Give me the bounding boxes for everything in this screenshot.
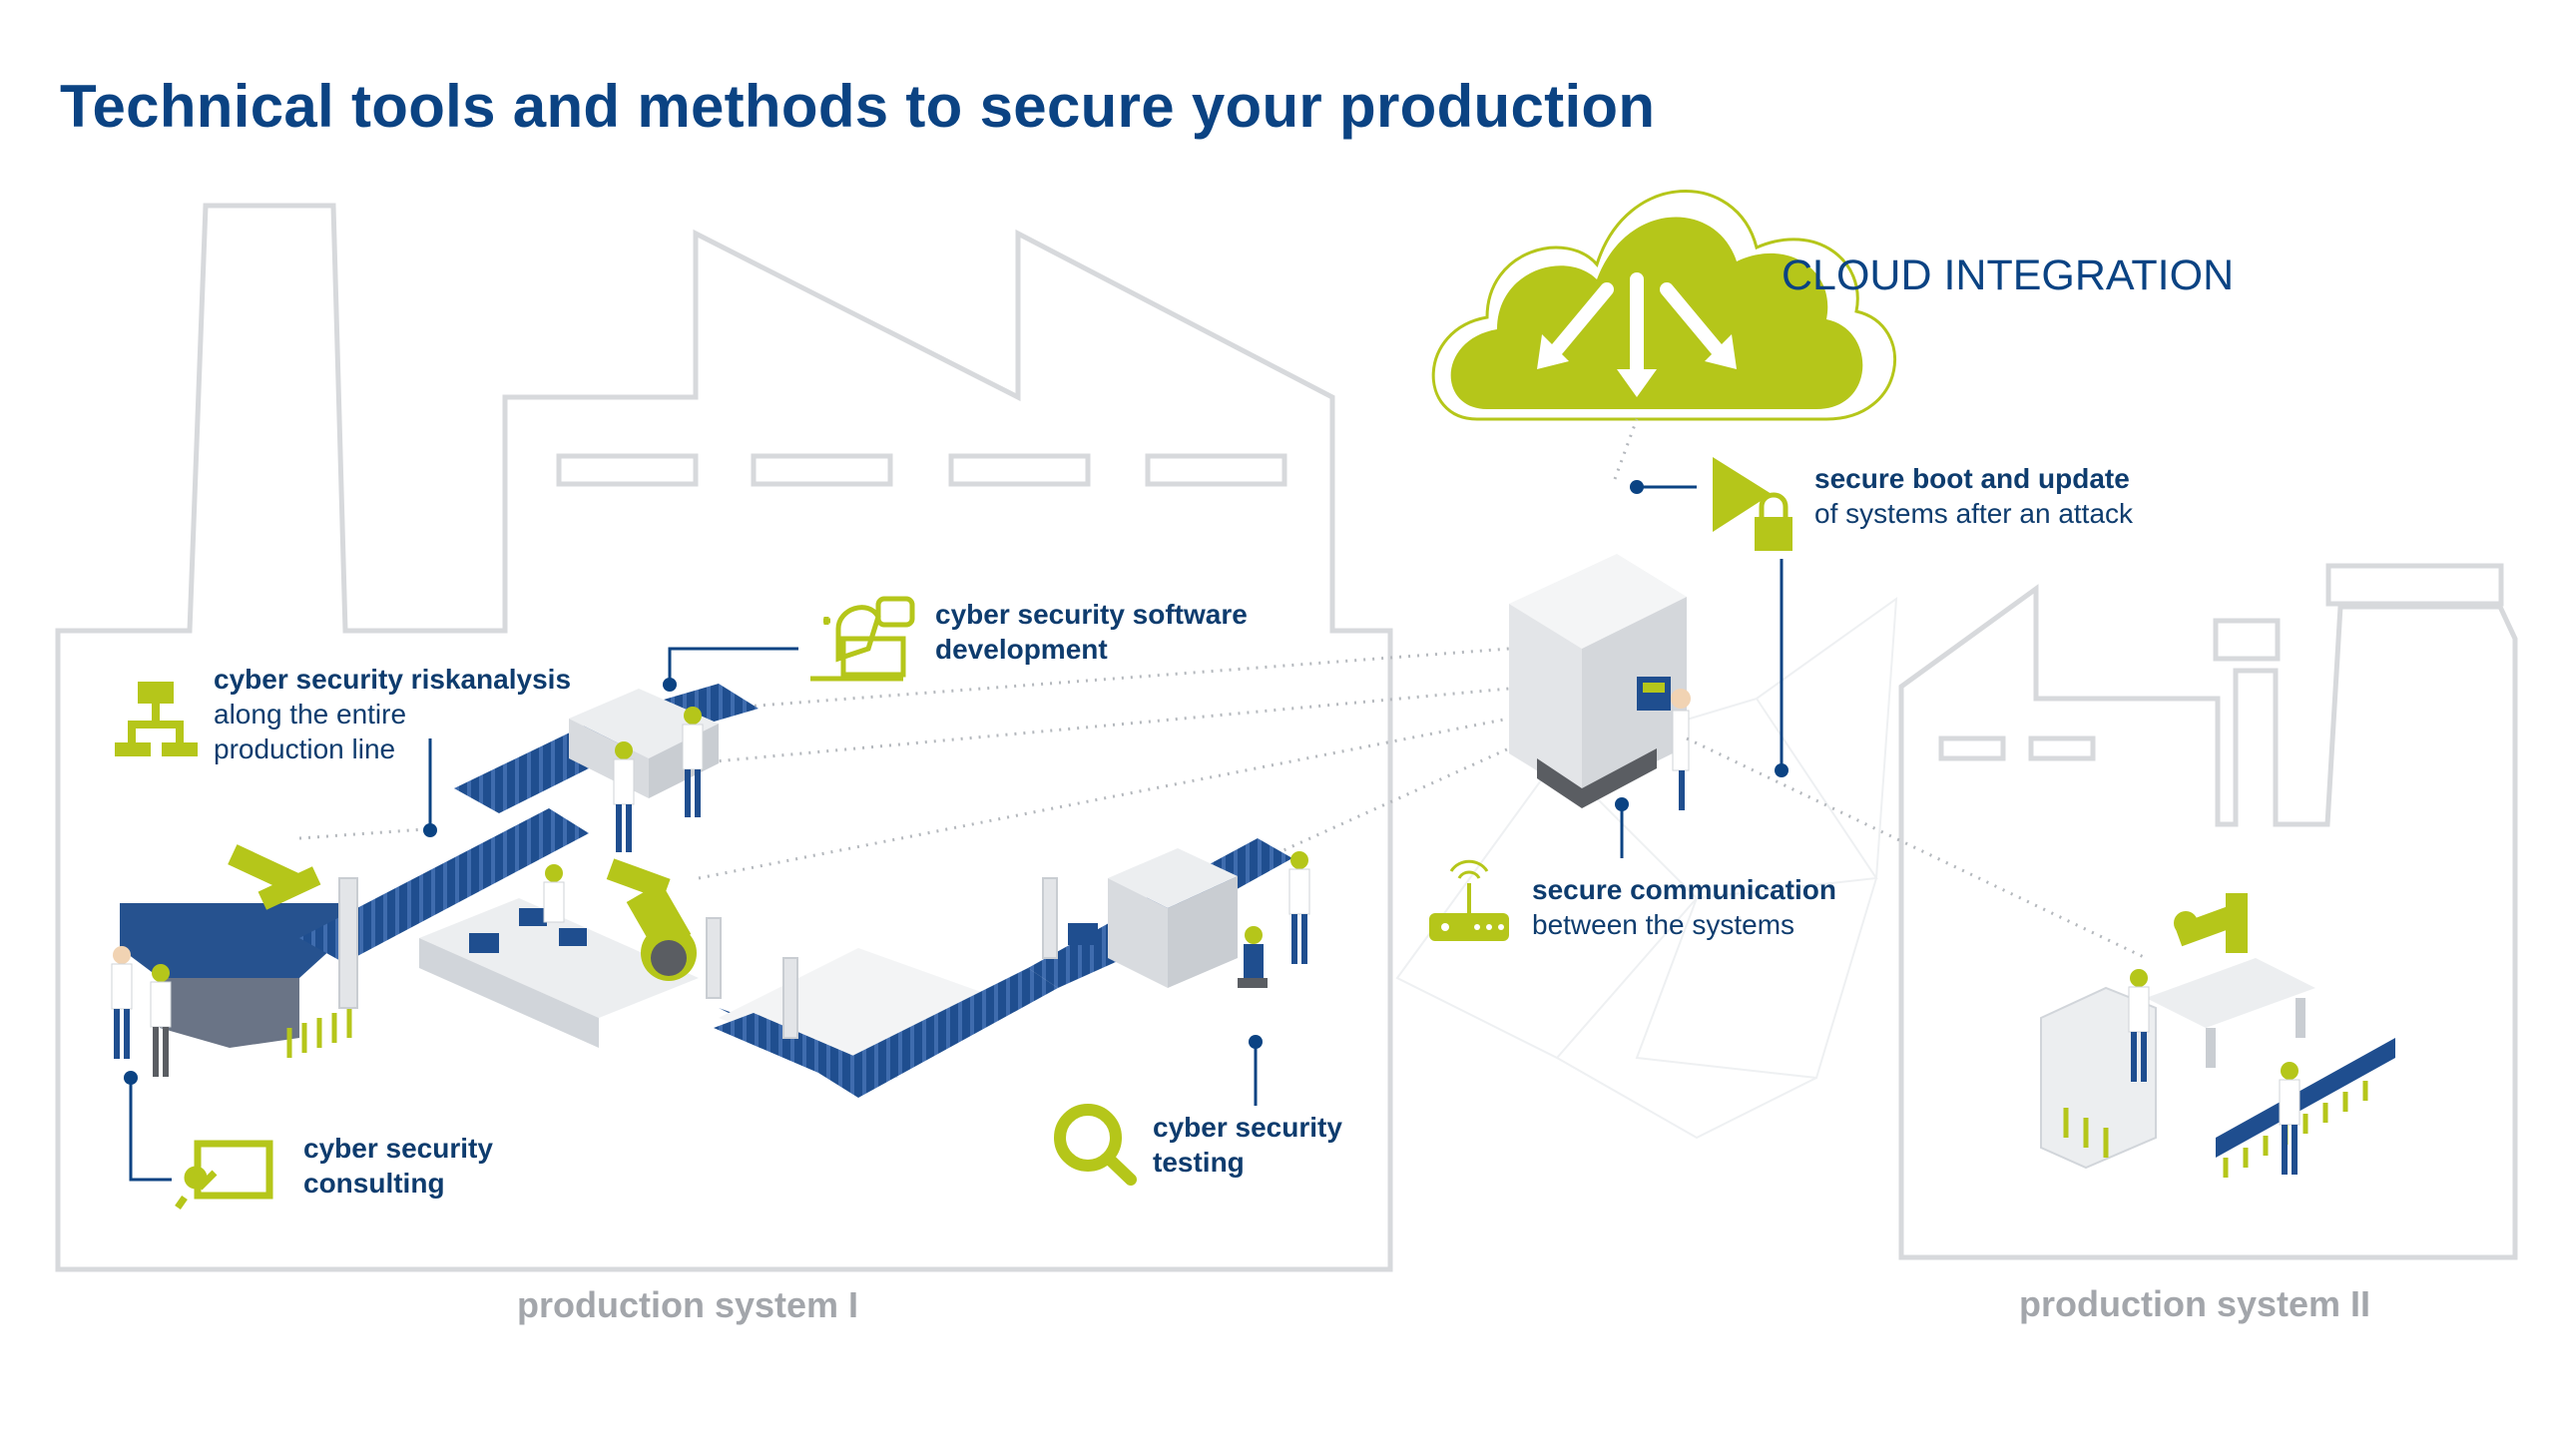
testing-line2: testing	[1153, 1147, 1245, 1178]
production-system-one-label: production system I	[517, 1284, 859, 1325]
presentation-board-icon	[175, 1140, 273, 1211]
software-label: cyber security software development	[935, 597, 1248, 667]
server-cabinet	[1509, 554, 1691, 810]
software-line2: development	[935, 634, 1108, 665]
riskanalysis-line1: along the entire	[214, 699, 407, 729]
consulting-line1: cyber security	[303, 1133, 493, 1164]
router-icon	[1429, 859, 1509, 941]
secure-boot-label: secure boot and update of systems after …	[1814, 461, 2133, 531]
developer-laptop-icon	[810, 596, 915, 682]
secure-communication-subtitle: between the systems	[1532, 909, 1795, 940]
factory-one-outline	[55, 203, 1393, 1272]
secure-boot-title: secure boot and update	[1814, 463, 2130, 494]
software-line1: cyber security software	[935, 599, 1248, 630]
secure-boot-subtitle: of systems after an attack	[1814, 498, 2134, 529]
secure-communication-label: secure communication between the systems	[1532, 872, 1836, 942]
riskanalysis-line2: production line	[214, 733, 396, 764]
machines-one	[228, 689, 1238, 1048]
riskanalysis-label: cyber security riskanalysis along the en…	[214, 662, 571, 766]
dotted-connectors	[298, 418, 2147, 960]
play-lock-icon	[1713, 457, 1792, 551]
workers-one	[111, 707, 1310, 1077]
production-system-two-label: production system II	[2019, 1283, 2371, 1324]
cloud-integration-label: CLOUD INTEGRATION	[1782, 251, 2235, 299]
secure-communication-title: secure communication	[1532, 874, 1836, 905]
hierarchy-icon	[115, 682, 198, 756]
magnifier-icon	[1054, 1104, 1137, 1186]
riskanalysis-title: cyber security riskanalysis	[214, 664, 572, 695]
consulting-line2: consulting	[303, 1168, 445, 1199]
cloud-shape	[1431, 190, 1897, 421]
testing-line1: cyber security	[1153, 1112, 1342, 1143]
testing-label: cyber security testing	[1153, 1110, 1342, 1180]
leader-lines	[129, 485, 1784, 1182]
factory-two-outline	[1898, 563, 2518, 1260]
machines-two	[2040, 893, 2395, 1178]
consulting-label: cyber security consulting	[303, 1131, 493, 1201]
page-title: Technical tools and methods to secure yo…	[60, 73, 1656, 140]
leader-dots	[124, 480, 1788, 1085]
